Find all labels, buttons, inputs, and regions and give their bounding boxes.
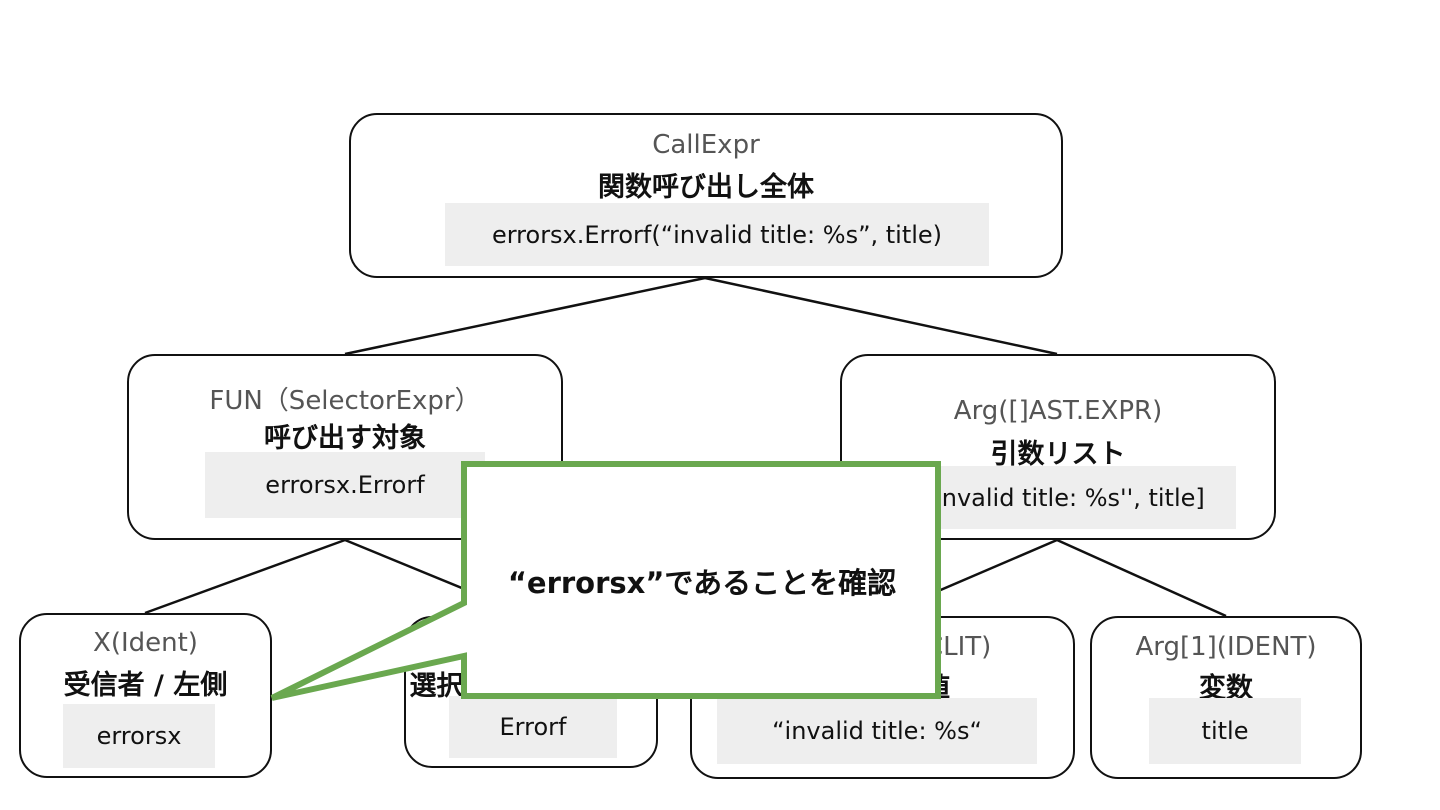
node-type-label: Arg([]AST.EXPR) [953,396,1163,426]
node-code-box: errorsx.Errorf [205,452,485,518]
node-code-box: Errorf [449,696,617,758]
x-ident-node: X(Ident) 受信者 / 左側 errorsx [19,613,272,778]
callexpr-node: CallExpr 関数呼び出し全体 errorsx.Errorf(“invali… [349,113,1063,278]
node-type-label: Arg[1](IDENT) [1135,632,1317,662]
node-type-label: CallExpr [652,130,760,160]
node-role-label: 引数リスト [990,439,1126,470]
callout-text: “errorsx”であることを確認 [507,566,897,600]
node-role-label: 関数呼び出し全体 [598,172,814,203]
edge-args-arg1 [1056,538,1227,618]
node-code-box: “invalid title: %s“ [717,698,1037,764]
node-role-label: 受信者 / 左側 [63,670,228,701]
node-type-label: X(Ident) [93,628,198,658]
arg1-ident-node: Arg[1](IDENT) 変数 title [1090,616,1362,779]
edge-fun-x [144,538,346,615]
node-type-label: FUN（SelectorExpr） [209,386,481,416]
edge-call-fun [344,276,706,356]
node-role-label: 呼び出す対象 [264,423,426,454]
edge-call-args [704,276,1058,356]
node-code-box: errorsx [63,704,215,768]
node-code-box: title [1149,698,1301,764]
node-code-box: errorsx.Errorf(“invalid title: %s”, titl… [445,203,989,266]
